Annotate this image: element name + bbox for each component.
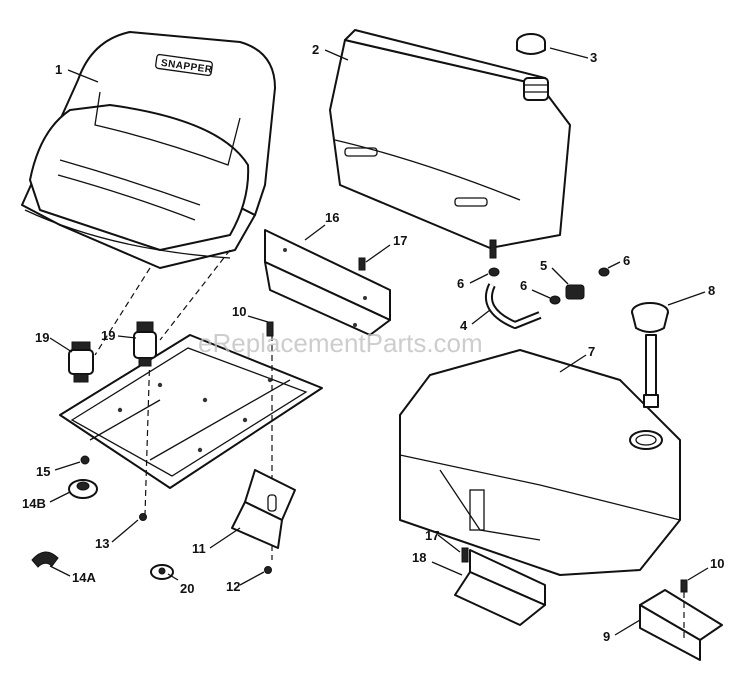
bolt-17-lower	[461, 547, 469, 563]
seat: SNAPPER	[21, 31, 276, 269]
nut-13	[139, 513, 147, 521]
isolator-left	[68, 341, 94, 383]
bracket-16	[264, 229, 391, 336]
callout-16: 16	[325, 210, 339, 225]
tank-upper-slot-right	[454, 197, 488, 207]
callout-12: 12	[226, 579, 240, 594]
knob-14b	[68, 479, 98, 499]
callout-14a: 14A	[72, 570, 96, 585]
tank-upper-slot-left	[344, 147, 378, 157]
clamp-6-middle	[549, 295, 561, 305]
callout-18: 18	[412, 550, 426, 565]
callout-20: 20	[180, 581, 194, 596]
isolator-right	[133, 321, 157, 367]
clamp-6-right	[598, 267, 610, 277]
shutoff-valve-5	[565, 284, 585, 300]
seat-mount-line-left	[94, 267, 151, 356]
bolt-10-upper	[266, 321, 274, 337]
callout-11: 11	[192, 541, 206, 556]
callout-19-right: 19	[101, 328, 115, 343]
callouts: 1 2 3 4 5 6 6 6 7 8 9 10 10 11 12 13 14A…	[22, 42, 724, 644]
callout-3: 3	[590, 50, 597, 65]
bracket-9	[639, 589, 723, 661]
seat-brand-plate	[155, 53, 213, 77]
callout-6-right: 6	[623, 253, 630, 268]
callout-9: 9	[603, 629, 610, 644]
callout-7: 7	[588, 344, 595, 359]
clamp-6-left	[488, 267, 500, 277]
callout-2: 2	[312, 42, 319, 57]
nut-12	[264, 566, 272, 574]
callout-6-left: 6	[457, 276, 464, 291]
callout-10-lower: 10	[710, 556, 724, 571]
seat-mount-line-right	[159, 249, 231, 341]
fuel-tank-upper	[329, 29, 571, 259]
leader-lines	[49, 47, 709, 636]
fuel-cap-3	[516, 33, 546, 55]
callout-17-lower: 17	[425, 528, 439, 543]
callout-6-middle: 6	[520, 278, 527, 293]
callout-10-upper: 10	[232, 304, 246, 319]
bolt-10-lower	[680, 579, 688, 593]
fuel-gauge-8	[631, 302, 669, 408]
nut-20	[150, 564, 174, 580]
fuel-tank-lower	[399, 349, 681, 576]
callout-14b: 14B	[22, 496, 46, 511]
callout-15: 15	[36, 464, 50, 479]
bracket-18	[454, 549, 546, 626]
callout-13: 13	[95, 536, 109, 551]
callout-4: 4	[460, 318, 468, 333]
callout-1: 1	[55, 62, 62, 77]
callout-8: 8	[708, 283, 715, 298]
watermark: eReplacementParts.com	[198, 328, 483, 358]
washer-15	[80, 455, 90, 465]
callout-5: 5	[540, 258, 547, 273]
base-mount-line	[144, 349, 151, 516]
callout-19-left: 19	[35, 330, 49, 345]
callout-17-upper: 17	[393, 233, 407, 248]
bolt-17-upper	[358, 257, 366, 271]
knob-14a	[31, 551, 59, 568]
bracket-11	[231, 469, 296, 549]
